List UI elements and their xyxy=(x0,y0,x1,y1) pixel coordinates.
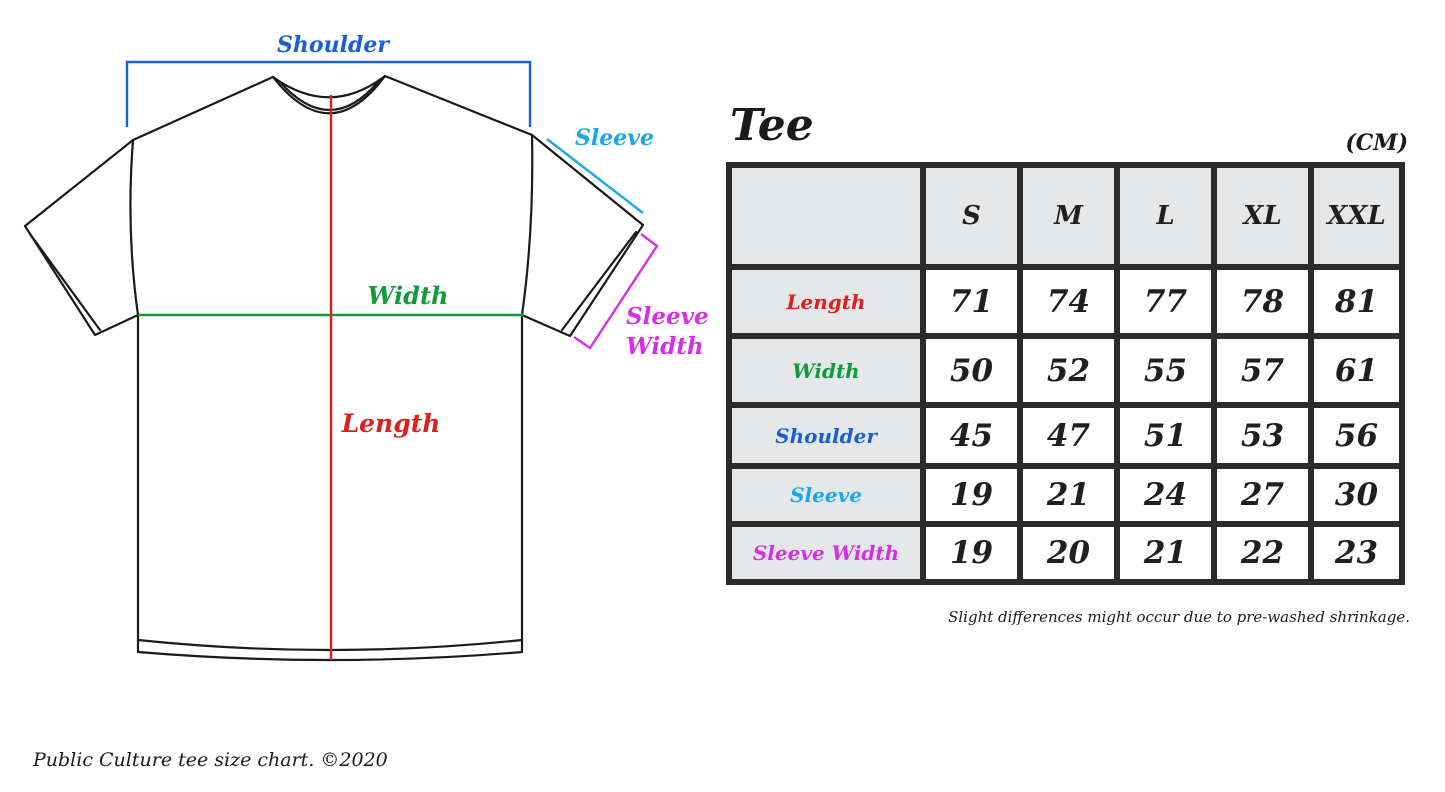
corner-cell xyxy=(732,168,920,264)
table-cell: 22 xyxy=(1217,527,1308,579)
table-cell: 20 xyxy=(1023,527,1114,579)
table-cell: 23 xyxy=(1314,527,1399,579)
row-header-length: Length xyxy=(732,270,920,333)
sleeve-width-label-line2: Width xyxy=(626,333,704,360)
table-row: Sleeve 19 21 24 27 30 xyxy=(732,469,1399,521)
table-row: Sleeve Width 19 20 21 22 23 xyxy=(732,527,1399,579)
shoulder-measure-line xyxy=(125,60,532,127)
table-cell: 56 xyxy=(1314,408,1399,463)
table-cell: 45 xyxy=(926,408,1017,463)
table-cell: 27 xyxy=(1217,469,1308,521)
col-header-xl: XL xyxy=(1217,168,1308,264)
tshirt-outline xyxy=(23,74,645,662)
table-cell: 74 xyxy=(1023,270,1114,333)
footer-credit: Public Culture tee size chart. ©2020 xyxy=(33,749,388,771)
col-header-l: L xyxy=(1120,168,1211,264)
table-cell: 21 xyxy=(1120,527,1211,579)
length-label: Length xyxy=(341,409,441,438)
sleeve-label: Sleeve xyxy=(575,125,654,151)
col-header-s: S xyxy=(926,168,1017,264)
col-header-xxl: XXL xyxy=(1314,168,1399,264)
sleeve-width-measure-line xyxy=(573,233,659,350)
width-label: Width xyxy=(368,281,449,310)
table-title: Tee xyxy=(730,100,814,151)
row-header-sleeve: Sleeve xyxy=(732,469,920,521)
table-cell: 30 xyxy=(1314,469,1399,521)
shoulder-label: Shoulder xyxy=(277,32,390,58)
table-cell: 24 xyxy=(1120,469,1211,521)
sleeve-width-label-line1: Sleeve xyxy=(626,303,709,330)
shrinkage-note: Slight differences might occur due to pr… xyxy=(948,608,1410,626)
size-table: S M L XL XXL Length 71 74 77 78 81 Width… xyxy=(726,162,1405,585)
col-header-m: M xyxy=(1023,168,1114,264)
table-cell: 19 xyxy=(926,469,1017,521)
table-cell: 52 xyxy=(1023,339,1114,402)
table-cell: 77 xyxy=(1120,270,1211,333)
row-header-shoulder: Shoulder xyxy=(732,408,920,463)
table-cell: 61 xyxy=(1314,339,1399,402)
table-cell: 50 xyxy=(926,339,1017,402)
unit-label: (CM) xyxy=(1345,130,1408,156)
table-cell: 81 xyxy=(1314,270,1399,333)
table-row: Width 50 52 55 57 61 xyxy=(732,339,1399,402)
table-cell: 53 xyxy=(1217,408,1308,463)
table-cell: 19 xyxy=(926,527,1017,579)
table-row: Length 71 74 77 78 81 xyxy=(732,270,1399,333)
row-header-sleeve-width: Sleeve Width xyxy=(732,527,920,579)
sleeve-measure-line xyxy=(546,138,644,214)
table-cell: 51 xyxy=(1120,408,1211,463)
table-cell: 78 xyxy=(1217,270,1308,333)
table-cell: 47 xyxy=(1023,408,1114,463)
table-row: Shoulder 45 47 51 53 56 xyxy=(732,408,1399,463)
table-cell: 21 xyxy=(1023,469,1114,521)
row-header-width: Width xyxy=(732,339,920,402)
header-row: S M L XL XXL xyxy=(732,168,1399,264)
table-cell: 55 xyxy=(1120,339,1211,402)
table-cell: 71 xyxy=(926,270,1017,333)
table-cell: 57 xyxy=(1217,339,1308,402)
